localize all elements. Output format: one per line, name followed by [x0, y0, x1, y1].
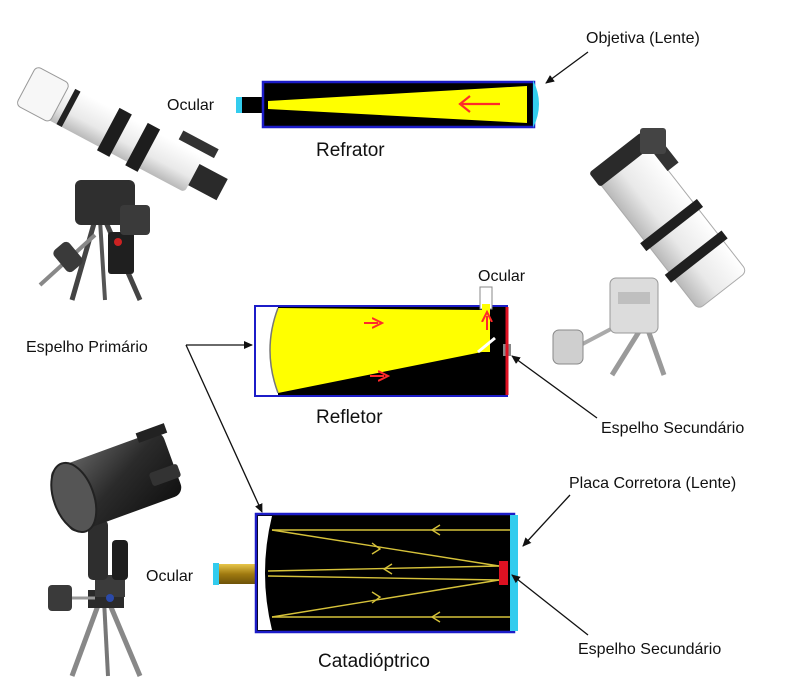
catadioptric-ray-arrow — [430, 524, 441, 536]
refractor-telescope-photo — [17, 67, 228, 302]
catadioptric-ray-arrow — [371, 591, 382, 604]
objective-pointer — [545, 51, 589, 84]
reflector-secondary-mirror — [477, 336, 496, 354]
reflector-secondary-label: Espelho Secundário — [601, 420, 744, 437]
catadioptric-primary-mirror — [258, 516, 272, 630]
corrector-plate-pointer — [522, 494, 571, 547]
catadioptric-eyepiece-lens — [213, 563, 219, 585]
reflector-light-path — [270, 308, 482, 393]
catadioptric-eyepiece-tube — [214, 564, 266, 584]
refractor-eyepiece-lens — [236, 97, 242, 113]
reflector-primary-mirror — [269, 307, 279, 394]
refractor-diagram: Ocular Refrator Objetiva (Lente) — [167, 30, 700, 161]
catadioptric-telescope-photo — [48, 423, 182, 677]
refractor-title: Refrator — [316, 140, 385, 161]
catadioptric-eyepiece-label: Ocular — [146, 568, 194, 585]
reflector-diagram: Ocular Refletor Espelho Primário Espelho… — [26, 268, 744, 513]
catadioptric-ray-arrow — [382, 563, 393, 575]
catadioptric-primary-pointer — [185, 344, 263, 513]
refractor-objective-label: Objetiva (Lente) — [586, 30, 700, 47]
refractor-eyepiece-tube — [236, 97, 266, 113]
catadioptric-secondary-mirror — [499, 561, 508, 585]
reflector-secondary-pointer — [511, 355, 598, 419]
refractor-eyepiece-label: Ocular — [167, 97, 215, 114]
reflector-title: Refletor — [316, 407, 383, 428]
reflector-telescope-photo — [552, 128, 746, 377]
refractor-light-cone — [268, 86, 527, 123]
catadioptric-secondary-pointer — [511, 574, 589, 636]
catadioptric-tube — [254, 512, 516, 634]
reflector-eyepiece-label: Ocular — [478, 268, 526, 285]
catadioptric-diagram: Ocular Catadióptrico Placa Corretora (Le… — [146, 475, 736, 672]
catadioptric-title: Catadióptrico — [318, 651, 430, 672]
catadioptric-corrector-plate — [510, 515, 518, 631]
catadioptric-secondary-label: Espelho Secundário — [578, 641, 721, 658]
catadioptric-ray-arrow — [430, 611, 441, 623]
corrector-plate-label: Placa Corretora (Lente) — [569, 475, 736, 492]
catadioptric-light-rays — [267, 529, 510, 618]
primary-mirror-label: Espelho Primário — [26, 339, 148, 356]
refractor-objective-lens — [533, 80, 539, 128]
catadioptric-ray-arrow — [371, 542, 382, 555]
